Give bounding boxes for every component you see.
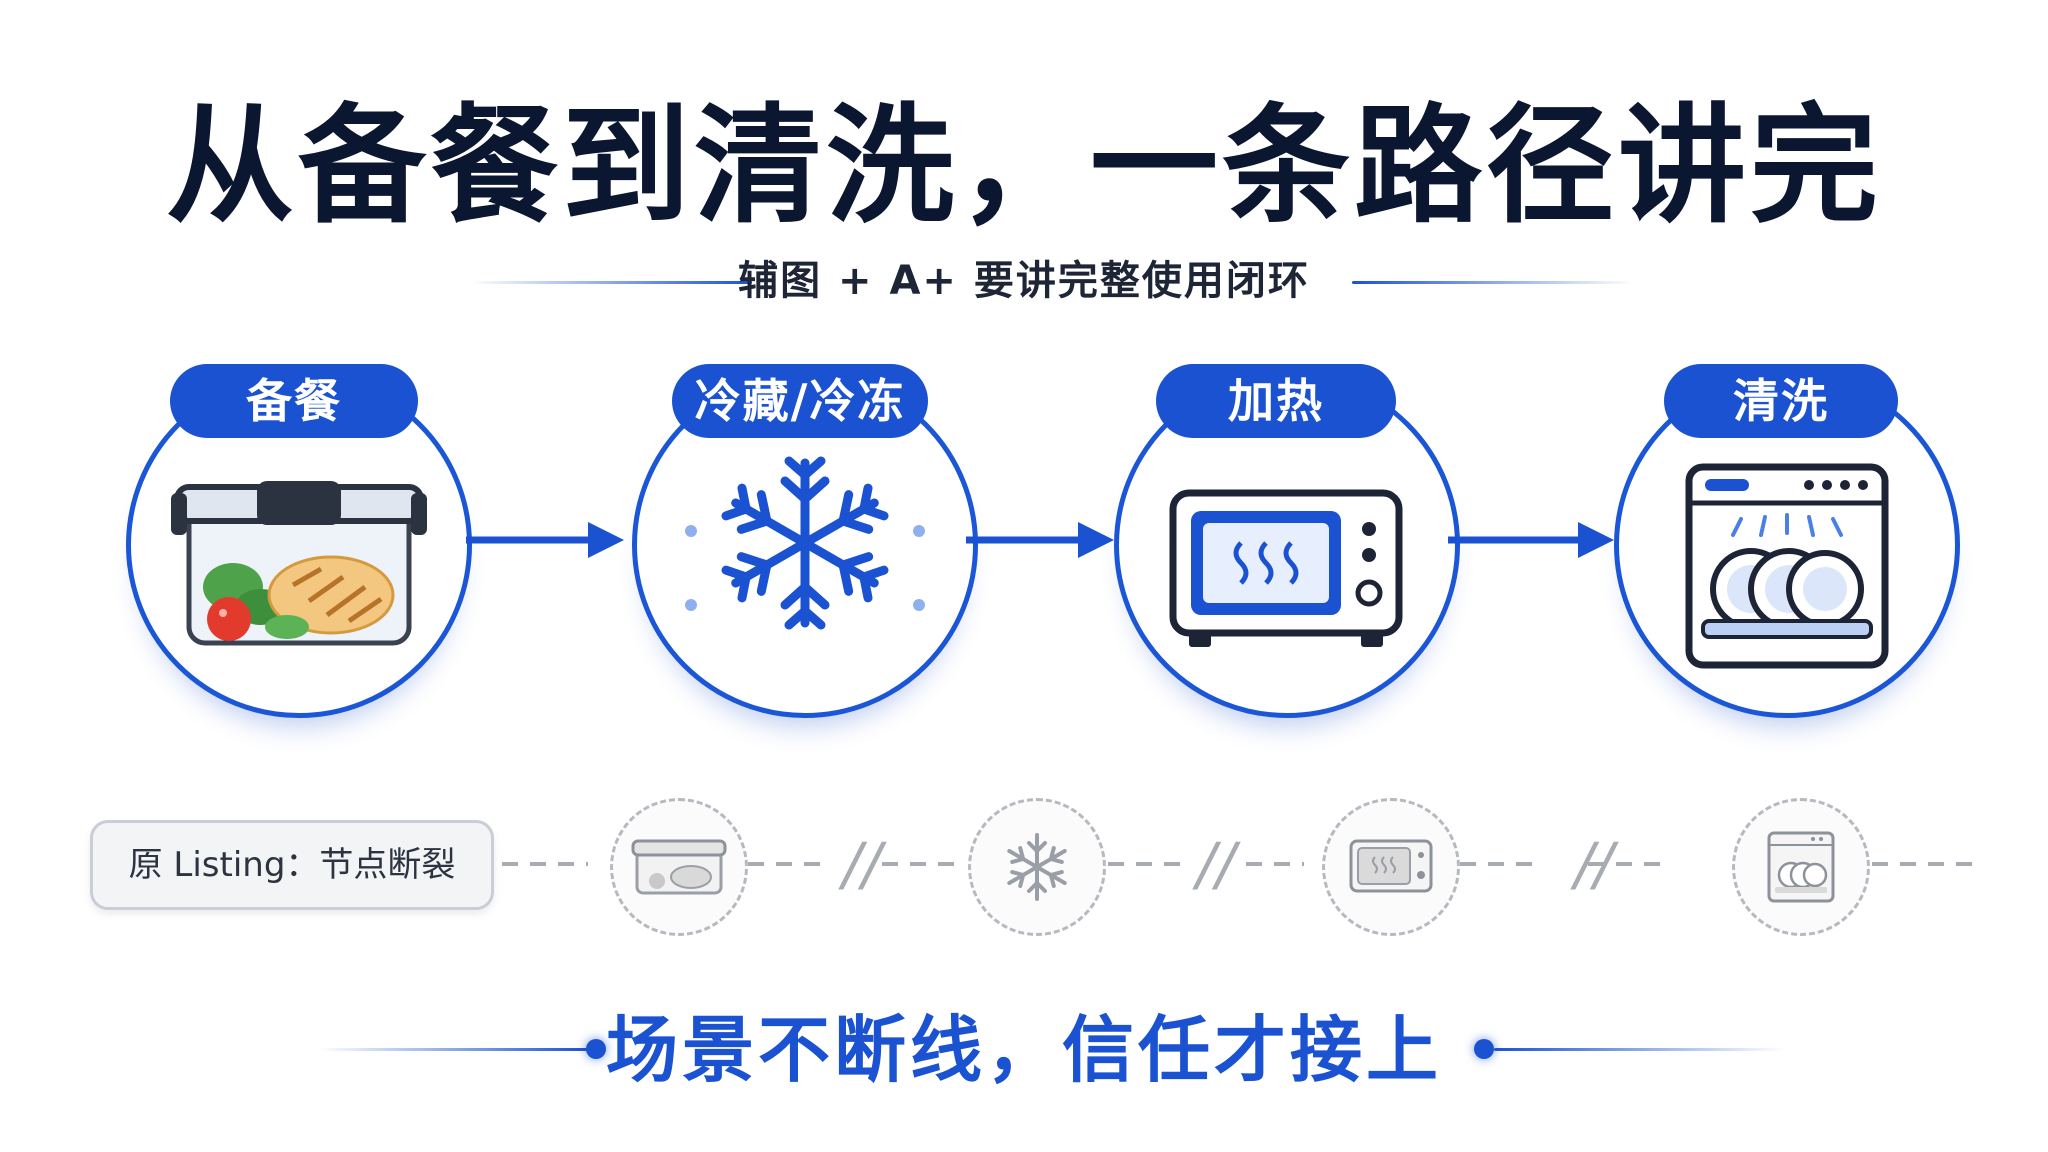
- subtitle-left-line: [470, 281, 752, 284]
- flow-arrow-2: [966, 522, 1114, 558]
- broken-path-line: [502, 862, 1980, 866]
- dishwasher-icon: [1767, 831, 1835, 903]
- ghost-step-heat: [1322, 798, 1460, 936]
- subtitle-row: 辅图 + A+ 要讲完整使用闭环: [0, 252, 2048, 312]
- tagline-left-dot: [586, 1039, 606, 1059]
- frost-dots-icon: [685, 525, 925, 611]
- tagline-right-dot: [1474, 1039, 1494, 1059]
- break-mark-1: //: [842, 830, 882, 898]
- ghost-step-prep: [610, 798, 748, 936]
- dishwasher-icon: [1685, 463, 1889, 669]
- step-label-wash: 清洗: [1664, 364, 1898, 438]
- tagline-right-line: [1494, 1048, 1784, 1051]
- original-listing-label: 原 Listing：节点断裂: [90, 820, 494, 910]
- break-mark-2: //: [1196, 830, 1236, 898]
- step-circle-prep: [126, 372, 472, 718]
- microwave-icon: [1349, 839, 1433, 893]
- flow-arrow-1: [466, 522, 624, 558]
- microwave-icon: [1169, 489, 1403, 647]
- snowflake-icon: [715, 456, 895, 633]
- step-label-prep: 备餐: [170, 364, 418, 438]
- food-container-icon: [631, 839, 727, 895]
- food-container-icon: [171, 481, 427, 646]
- subtitle-right-line: [1352, 281, 1634, 284]
- tagline: 场景不断线，信任才接上: [605, 1008, 1442, 1092]
- step-label-heat: 加热: [1156, 364, 1396, 438]
- subtitle: 辅图 + A+ 要讲完整使用闭环: [738, 258, 1310, 304]
- ghost-step-wash: [1732, 798, 1870, 936]
- flow-arrow-3: [1448, 522, 1614, 558]
- break-mark-3: //: [1574, 830, 1614, 898]
- snowflake-icon: [1003, 833, 1071, 901]
- page-title: 从备餐到清洗，一条路径讲完: [165, 92, 1882, 241]
- step-label-fridge: 冷藏/冷冻: [672, 364, 928, 438]
- ghost-step-fridge: [968, 798, 1106, 936]
- tagline-left-line: [318, 1048, 588, 1051]
